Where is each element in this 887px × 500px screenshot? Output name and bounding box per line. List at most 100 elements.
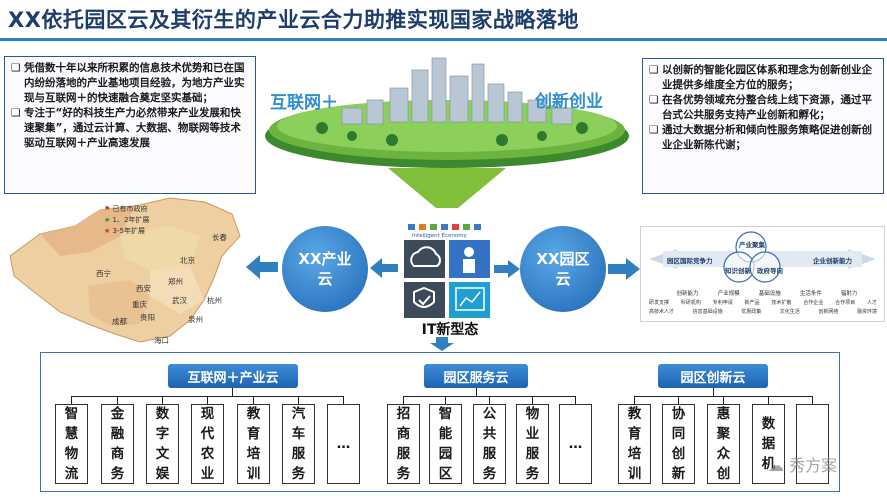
industry-cloud-circle: XX产业云	[282, 226, 368, 312]
connector	[476, 388, 477, 396]
service-tile: 教育培训	[618, 404, 651, 484]
right-bullet: ❑在各优势领域充分整合线上线下资源，通过平台式公共服务支持产业创新和孵化；	[649, 93, 877, 123]
tile-label: 智能园区	[438, 406, 453, 482]
diagram-row-item: 信息基础设施	[692, 309, 723, 315]
green-star-icon: ★	[104, 216, 111, 224]
connector	[489, 396, 490, 404]
diagram-node: 知识创新	[725, 267, 751, 275]
service-tile: 公共服务	[473, 404, 506, 484]
diagram-row-item: 辐射力	[840, 291, 858, 297]
diagram-row-item: 研发支撑	[649, 300, 670, 306]
connector	[253, 396, 254, 404]
service-tile: 协同创新	[662, 404, 695, 484]
city-label: 贵阳	[140, 313, 155, 322]
tile-label: 惠聚众创	[716, 406, 731, 482]
tile-label: 物业服务	[525, 406, 540, 482]
it-caption: Intelligent Economy	[412, 233, 467, 239]
city-label: 西安	[136, 284, 151, 293]
connector	[71, 396, 72, 404]
category-park-service-cloud: 园区服务云	[424, 364, 528, 388]
connector	[634, 396, 635, 404]
service-tile: 惠聚众创	[707, 404, 740, 484]
service-tile: 数据机	[752, 404, 785, 484]
city-label: 长春	[212, 233, 227, 242]
service-tile	[796, 404, 829, 484]
icon-strip	[408, 224, 481, 230]
diagram-row-item: 合作企业	[803, 300, 824, 306]
category-park-innovation-cloud: 园区创新云	[658, 364, 768, 388]
tile-label: 数字文娱	[155, 406, 170, 482]
diagram-row-item: 文化生活	[779, 309, 800, 315]
service-tile: 现代农业	[191, 404, 224, 484]
checkbox-bullet-icon: ❑	[649, 94, 659, 106]
right-bullet: ❑通过大数据分析和倾向性服务策略促进创新创业企业新陈代谢；	[649, 123, 877, 153]
legend-text: 3-5年扩展	[112, 227, 145, 235]
right-text-box: ❑以创新的智能化园区体系和理念为创新创业企业提供多维度全方位的服务； ❑在各优势…	[642, 58, 884, 194]
competitiveness-diagram: 产业聚集 知识创新 政府导向 园区国际竞争力 企业创新能力 创新能力产业规模基础…	[640, 226, 885, 322]
tile-label: 教育培训	[246, 406, 261, 482]
diagram-graphic	[649, 231, 876, 283]
diagram-row-item: 科研机构	[680, 300, 701, 306]
service-tile: 物业服务	[516, 404, 549, 484]
diagram-row-item: 生活条件	[799, 291, 822, 297]
left-bullet-text: 凭借数十年以来所积累的信息技术优势和已在国内纷纷落地的产业基地项目经验，为地方产…	[24, 62, 245, 104]
city-label: 杭州	[207, 296, 222, 305]
tile-label: 智慧物流	[64, 406, 79, 482]
watermark: ☁ 秀方案	[768, 452, 837, 476]
it-panel-graphic	[402, 222, 492, 320]
tile-label: 金融商务	[110, 406, 125, 482]
diagram-row-item: 创新网络	[818, 309, 839, 315]
right-bullet-text: 在各优势领域充分整合线上线下资源，通过平台式公共服务支持产业创新和孵化；	[662, 94, 872, 121]
connector	[812, 396, 813, 404]
checkbox-bullet-icon: ❑	[649, 124, 659, 136]
park-cloud-circle: XX园区云	[520, 226, 606, 312]
left-bullet: ❑凭借数十年以来所积累的信息技术优势和已在国内纷纷落地的产业基地项目经验，为地方…	[11, 61, 249, 106]
diagram-row: 创新能力产业规模基础设施生活条件辐射力	[667, 289, 867, 297]
diagram-node: 产业聚集	[739, 241, 765, 249]
diagram-row-item: 创新能力	[676, 291, 699, 297]
diagram-node: 企业创新能力	[813, 257, 852, 265]
circle-label: XX园区云	[536, 250, 590, 288]
page-title: XX依托园区云及其衍生的产业云合力助推实现国家战略落地	[8, 8, 579, 32]
right-bullet-text: 以创新的智能化园区体系和理念为创新创业企业提供多维度全方位的服务；	[662, 64, 872, 91]
connector	[403, 396, 404, 404]
left-bullet-text: 专注于“好的科技生产力必然带来产业发展和快速聚集”，通过云计算、大数据、物联网等…	[24, 107, 241, 149]
city-label: 西宁	[96, 269, 111, 278]
connector	[298, 396, 299, 404]
legend-item: ⚑ 已有市政府	[104, 204, 149, 215]
arrow-down-to-bottom	[430, 337, 454, 351]
tile-label: 招商服务	[396, 406, 411, 482]
service-tile: 智能园区	[429, 404, 462, 484]
diagram-row-item: 基础设施	[758, 291, 781, 297]
category-internet-industry-cloud: 互联网＋产业云	[168, 364, 298, 388]
arrow-to-park-cloud	[494, 260, 520, 278]
service-tile: 智慧物流	[55, 404, 88, 484]
legend-item: ★ 3-5年扩展	[104, 226, 149, 237]
city-label: 成都	[112, 317, 127, 326]
tile-label: 数据机	[761, 416, 776, 472]
tile-label: 公共服务	[482, 406, 497, 482]
city-label: 北京	[180, 256, 195, 265]
checkbox-bullet-icon: ❑	[11, 62, 21, 74]
connector	[343, 396, 344, 404]
connector	[532, 396, 533, 404]
city-label: 武汉	[172, 296, 187, 305]
diagram-row-item: 人才	[866, 300, 877, 306]
label-internet-plus: 互联网＋	[270, 93, 338, 113]
connector	[713, 388, 714, 396]
diagram-row-item: 优惠政策	[741, 309, 762, 315]
arrow-to-industry-cloud	[370, 258, 398, 278]
service-tile: 汽车服务	[282, 404, 315, 484]
service-tile: …	[559, 404, 592, 484]
diagram-row-item: 技术扩散	[771, 300, 792, 306]
tile-label: 教育培训	[627, 406, 642, 482]
title-rule	[0, 38, 887, 41]
connector	[768, 396, 769, 404]
funnel-shape	[388, 168, 506, 208]
tile-label: 汽车服务	[291, 406, 306, 482]
arrow-to-diagram	[608, 258, 640, 280]
diagram-row-item: 新产品	[744, 300, 760, 306]
city-label: 重庆	[132, 300, 147, 309]
connector	[232, 388, 233, 396]
city-label: 海口	[154, 336, 169, 345]
